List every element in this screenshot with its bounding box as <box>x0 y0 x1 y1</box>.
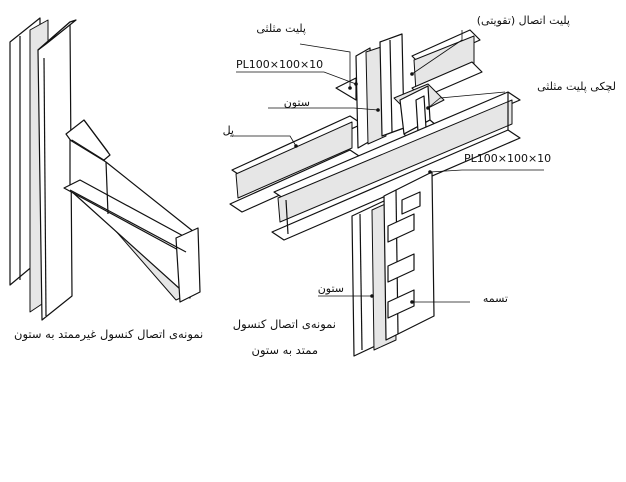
right-caption-line2: ممتد به ستون <box>251 343 318 357</box>
label-beam: پل <box>222 124 234 137</box>
leader-lines <box>230 30 544 304</box>
left-caption: نمونه‌ی اتصال کنسول غیرممتد به ستون <box>14 327 204 341</box>
left-column <box>9 17 77 321</box>
right-column-upper <box>355 33 405 149</box>
label-column-bottom: ستون <box>317 282 344 295</box>
label-column-top: ستون <box>283 96 310 109</box>
label-strap: تسمه <box>482 292 508 305</box>
label-stiffener-plate: پلیت اتصال (تقویتی) <box>476 14 570 27</box>
label-triangular-plate: پلیت مثلثی <box>256 22 306 35</box>
left-cantilever-beam <box>63 119 201 303</box>
label-triangular-plate-bracket: لچکی پلیت مثلثی <box>537 80 616 93</box>
right-front-beam <box>271 91 521 241</box>
right-caption-line1: نمونه‌ی اتصال کنسول <box>232 317 336 331</box>
label-pl-right: PL100×100×10 <box>464 152 552 165</box>
right-straps <box>387 191 421 319</box>
label-pl-top: PL100×100×10 <box>236 58 324 71</box>
